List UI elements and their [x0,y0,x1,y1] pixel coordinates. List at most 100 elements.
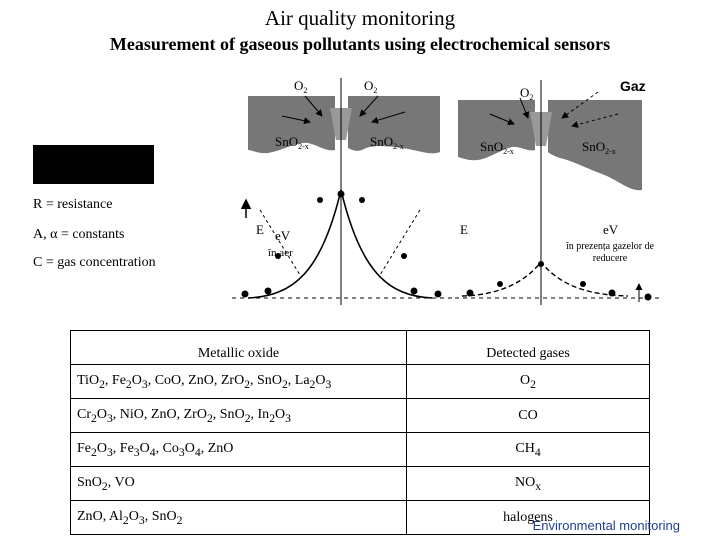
formula-part: , In [250,406,270,422]
reducing-note-2: reducere [593,253,628,264]
right-ev-label: eV [603,222,619,237]
subscript: 2 [530,377,536,391]
formula-part: , Sn [144,508,167,524]
subscript: 2 [309,377,316,391]
left-sno2x-label-1: SnO2-x [275,134,309,151]
table-row: TiO2, Fe2O3, CoO, ZnO, ZrO2, SnO2, La2O3… [70,364,650,399]
left-sno2x-label-2: SnO2-x [370,134,404,151]
left-ev-label: eV [275,228,291,243]
gas-label: Gaz [620,78,646,94]
left-o2-label-2: O2 [364,78,377,95]
formula-part: O [196,406,207,422]
subscript: 2 [101,479,108,493]
footer-label: Environmental monitoring [532,518,680,533]
subscript: 3 [138,513,145,527]
cell-gas: NOx [406,466,650,501]
formula-part: , Zn [200,440,224,456]
formula-part: O [271,372,282,388]
formula-part: , Co [155,440,179,456]
subscript: 2 [125,377,132,391]
formula-part: O [128,508,139,524]
right-sno2x-label-1: SnO2-x [480,139,514,156]
formula-part: , Fe [104,372,126,388]
formula-part: halogens [503,509,553,525]
left-grain-right [348,96,440,154]
left-barrier-curve [247,189,433,299]
subscript: 3 [133,445,140,459]
legend-constants: A, α = constants [33,227,125,242]
formula-part: Sn [77,474,92,490]
formula-part: Fe [77,440,91,456]
formula-part: O [91,474,102,490]
sensor-table: Metallic oxide Detected gases TiO2, Fe2O… [70,330,650,535]
formula-part: O [520,372,531,388]
formula-part: O [92,508,103,524]
right-barrier-curve [461,260,629,297]
subscript: 3 [178,445,185,459]
subscript: 2 [244,377,251,391]
subscript: 2 [269,411,276,425]
formula-part: , Sn [212,406,235,422]
formula-part: O [171,372,182,388]
cell-oxide: Fe2O3, Fe3O4, Co3O4, ZnO [70,432,407,467]
formula-part: , Sn [250,372,272,388]
right-grain-left [458,100,535,161]
formula-part: O [315,372,326,388]
subscript: 2 [91,445,97,459]
cell-oxide: Cr2O3, NiO, ZnO, ZrO2, SnO2, In2O3 [70,398,407,433]
subscript: 4 [534,445,541,459]
formula-part: , VO [107,474,135,490]
subscript: 4 [194,445,201,459]
formula-part: Cr [77,406,91,422]
formula-part: , Zr [176,406,197,422]
formula-part: Zn [77,508,93,524]
formula-part: , Ni [112,406,134,422]
right-energy-label: E [460,222,468,237]
formula-part: O [96,406,107,422]
formula-part: O [131,372,142,388]
formula-part: Ti [77,372,89,388]
legend-concentration: C = gas concentration [33,255,156,270]
subscript: 2 [122,513,129,527]
left-in-air-label: în aer [267,247,293,259]
formula-part: CH [515,440,535,456]
subscript: 2 [99,377,105,391]
subscript: 3 [141,377,148,391]
table-header-row: Metallic oxide Detected gases [70,330,650,365]
formula-part: , Fe [112,440,134,456]
formula-part: O [234,372,245,388]
formula-part: O [184,440,195,456]
subscript: 3 [325,377,332,391]
formula-part: , Zn [143,406,167,422]
sensor-diagram: O2 O2 SnO2-x SnO2-x E eV în aer O2 Gaz S… [232,78,660,305]
subscript: x [535,479,542,493]
formula-part: O [275,406,286,422]
formula-part: NO [514,474,536,490]
formula-part: CO [518,407,538,423]
right-sno2x-label-2: SnO2-x [582,139,616,156]
formula-part: O [88,372,100,388]
left-grain-left [248,96,335,154]
cell-oxide: TiO2, Fe2O3, CoO, ZnO, ZrO2, SnO2, La2O3 [70,364,407,399]
header-oxide: Metallic oxide [70,330,407,365]
legend-resistance: R = resistance [33,197,113,212]
cell-gas: halogens [406,500,650,535]
formula-part: O [223,440,234,456]
reducing-note-1: în prezența gazelor de [565,241,655,252]
table-row: SnO2, VO NOx [70,466,650,501]
cell-gas: O2 [406,364,650,399]
table-row: Cr2O3, NiO, ZnO, ZrO2, SnO2, In2O3 CO [70,398,650,433]
formula-part: O [234,406,245,422]
formula-part: O [133,406,144,422]
subscript: 2 [91,411,97,425]
subscript: 2 [244,411,251,425]
subscript: 3 [106,411,113,425]
subscript: 3 [285,411,291,425]
subscript: 2 [176,513,183,527]
page-subtitle: Measurement of gaseous pollutants using … [109,34,611,54]
header-gases: Detected gases [406,330,650,365]
subscript: 2 [206,411,213,425]
formula-part: O [203,372,214,388]
cell-gas: CH4 [406,432,650,467]
